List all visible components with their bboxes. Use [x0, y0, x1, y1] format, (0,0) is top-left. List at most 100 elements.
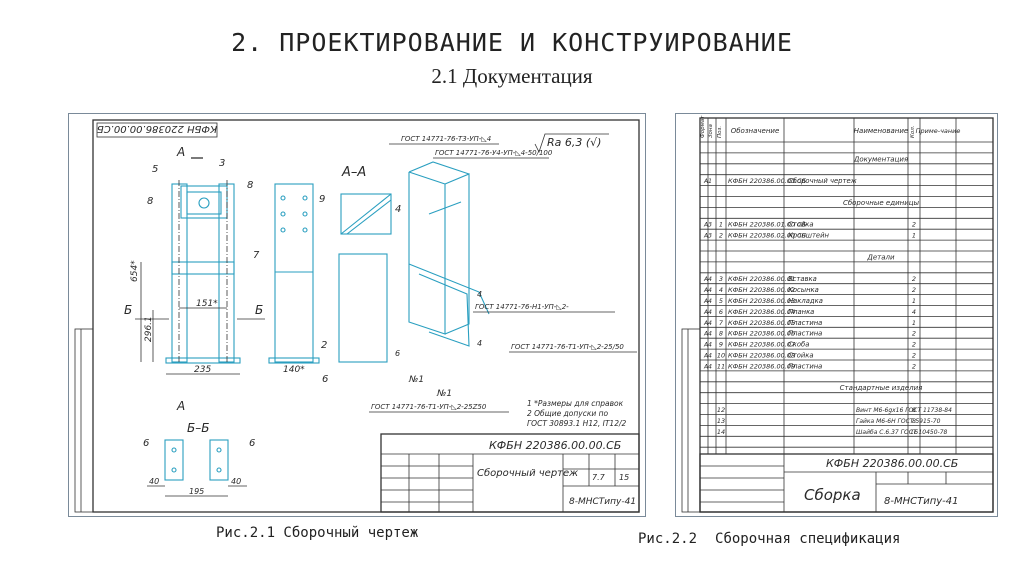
weld-3: ГОСТ 14771-76-Н1-УП-◺2-	[475, 303, 569, 311]
spec-row-name: Пластина	[788, 330, 822, 338]
spec-row-qty: 1	[912, 297, 916, 305]
spec-row-name: Скоба	[788, 341, 809, 349]
spec-row-pos: 13	[717, 417, 725, 425]
spec-row-pos: 7	[719, 319, 724, 327]
spec-row-code: КФБН 220386.00.03	[728, 297, 795, 305]
base-plate	[338, 253, 388, 363]
callout-n1b: №1	[436, 389, 452, 399]
callout-8b: 8	[247, 180, 253, 191]
figure1-caption: Рис.2.1 Сборочный чертеж	[216, 525, 419, 541]
dim-140: 140*	[283, 365, 305, 375]
stamp-scale: 15	[619, 473, 629, 482]
spec-row-pos: 9	[719, 341, 723, 349]
spec-row-code: КФБН 220386.00.07	[728, 341, 796, 349]
roughness-symbol	[534, 133, 609, 154]
stamp-group: 8-МНСТипу-41	[569, 497, 636, 507]
spec-row-qty: 8	[912, 417, 916, 425]
spec-stamp-name: Сборка	[804, 486, 861, 504]
spec-row-format: А4	[703, 309, 712, 316]
spec-row-name: Планка	[788, 308, 814, 316]
callout-8a: 8	[147, 196, 153, 207]
spec-title-block	[699, 453, 994, 513]
spec-section-assembly_units: Сборочные единицы	[843, 199, 920, 207]
spec-row-format: А3	[703, 222, 712, 229]
spec-row-pos: 3	[719, 275, 723, 283]
dim-654: 654*	[130, 260, 140, 282]
callout-4b: 4	[477, 290, 482, 299]
spec-row-code: КФБН 220386.00.05	[728, 319, 795, 327]
dim-40a: 40	[149, 477, 159, 486]
callout-6d: 6	[395, 349, 400, 358]
weld-5: ГОСТ 14771-76-Т1-УП-◺2-25Z50	[371, 403, 487, 411]
view-a-bottom: А	[176, 399, 185, 413]
spec-row-qty: 2	[912, 330, 916, 338]
spec-row-name: Накладка	[788, 297, 823, 305]
callout-6b: 6	[143, 438, 149, 449]
spec-row-pos: 11	[717, 362, 725, 370]
spec-row-code: КФБН 220386.02.00 СБ	[728, 232, 807, 240]
roughness-label: Ra 6,3 (√)	[547, 136, 601, 149]
callout-6a: 6	[322, 374, 328, 385]
spec-row-name: Вставка	[788, 275, 817, 283]
spec-row-code: КФБН 220386.00.09	[728, 362, 795, 370]
callout-9: 9	[319, 194, 325, 205]
drawing-frame	[92, 119, 640, 513]
spec-row-code: КФБН 220386.00.04	[728, 308, 795, 316]
spec-header-code: Обозначение	[731, 127, 780, 135]
spec-section-standard: Стандартные изделия	[840, 384, 923, 392]
dim-235: 235	[194, 365, 211, 375]
spec-row-pos: 2	[719, 232, 723, 240]
spec-row-pos: 4	[719, 286, 723, 294]
spec-row-pos: 10	[717, 352, 725, 360]
spec-row-pos: 14	[717, 428, 725, 436]
spec-row-name: Стойка	[788, 352, 814, 360]
spec-row-name: Гайка М6-6Н ГОСТ 5915-70	[856, 418, 941, 425]
dim-40b: 40	[231, 477, 241, 486]
spec-header-pos: Поз.	[717, 126, 723, 138]
section-bb-label: Б–Б	[187, 421, 209, 435]
page-title: 2. ПРОЕКТИРОВАНИЕ И КОНСТРУИРОВАНИЕ	[231, 28, 793, 57]
note-2: 2 Общие допуски по	[527, 409, 609, 418]
assembly-drawing-svg: КФБН 220386.00.00.СБ Ra 6,3 (√) 5 3 8 8 …	[74, 119, 640, 513]
isometric-view	[408, 161, 490, 347]
callout-5: 5	[152, 164, 158, 175]
spec-row-name: Шайба С.6.37 ГОСТ 10450-78	[856, 429, 948, 436]
section-aa	[340, 193, 392, 235]
spec-header-qty: Кол.	[910, 125, 916, 138]
spec-row-format: А3	[703, 233, 712, 240]
spec-row-pos: 8	[719, 330, 723, 338]
dim-151: 151*	[196, 299, 218, 309]
spec-section-documentation: Документация	[853, 155, 908, 163]
spec-row-pos: 5	[719, 297, 723, 305]
spec-row-code: КФБН 220386.00.06	[728, 330, 795, 338]
spec-row-format: А4	[703, 353, 712, 360]
section-bb	[164, 439, 229, 481]
spec-row-qty: 2	[912, 275, 916, 283]
spec-row-qty: 16	[910, 428, 918, 436]
mirrored-code-box	[96, 122, 218, 138]
stamp-name: Сборочный чертеж	[477, 467, 578, 479]
spec-header-zone: Зона	[708, 124, 714, 138]
page-subtitle: 2.1 Документация	[431, 64, 593, 88]
spec-stamp-code: КФБН 220386.00.00.СБ	[826, 457, 958, 470]
spec-row-format: А1	[703, 178, 712, 185]
callout-3: 3	[219, 158, 225, 169]
figure2-caption-text: Сборочная спецификация	[715, 531, 901, 547]
spec-row-name: Кронштейн	[788, 232, 830, 240]
spec-row-format: А4	[703, 276, 712, 283]
stamp-mass: 7.7	[592, 473, 606, 482]
stamp-code: КФБН 220386.00.00.СБ	[489, 439, 621, 452]
spec-row-format: А4	[703, 287, 712, 294]
spec-row-qty: 4	[912, 308, 916, 316]
spec-grid	[699, 118, 994, 454]
spec-row-qty: 8	[912, 406, 916, 414]
weld-4: ГОСТ 14771-76-Т1-УП-◺2-25/50	[511, 343, 624, 351]
spec-row-format: А4	[703, 298, 712, 305]
callout-4c: 4	[477, 339, 482, 348]
spec-header-name: Наименование	[854, 127, 908, 135]
callout-n1a: №1	[408, 375, 424, 385]
view-a-top: А	[176, 145, 185, 159]
spec-row-qty: 1	[912, 319, 916, 327]
